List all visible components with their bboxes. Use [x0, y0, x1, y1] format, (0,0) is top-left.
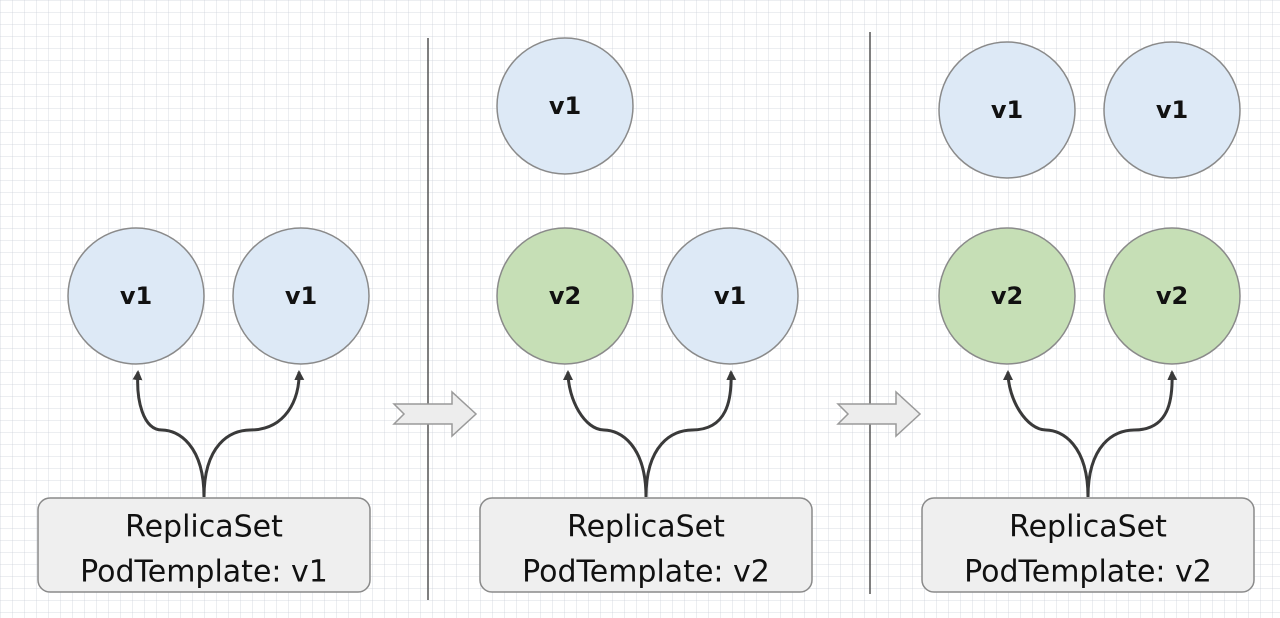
ownership-arrow: [202, 370, 305, 498]
ownership-arrow: [563, 370, 648, 498]
pod-v2: [496, 227, 634, 365]
pod-v1-old: [938, 41, 1076, 179]
ownership-arrow: [644, 370, 737, 498]
pod-label: v2: [991, 282, 1023, 310]
pod-label: v2: [549, 282, 581, 310]
ownership-arrow: [132, 370, 206, 498]
replicaset-template: PodTemplate: v2: [964, 555, 1212, 590]
pod-label: v1: [714, 282, 746, 310]
stage-2: v1 v2 v1 ReplicaSet PodTemplate: v2: [479, 37, 813, 593]
pod-label: v2: [1156, 282, 1188, 310]
replicaset-template: PodTemplate: v1: [80, 555, 328, 590]
pod-v2: [1103, 227, 1241, 365]
pod-v1: [661, 227, 799, 365]
pod-v1-old: [1103, 41, 1241, 179]
pod-v1-old: [496, 37, 634, 175]
ownership-arrow: [1003, 370, 1090, 498]
step-arrow-icon: [392, 390, 478, 438]
pod-v2: [938, 227, 1076, 365]
pod-label: v1: [991, 96, 1023, 124]
replicaset-title: ReplicaSet: [125, 510, 283, 545]
replicaset-title: ReplicaSet: [1009, 510, 1167, 545]
stage-1: v1 v1 ReplicaSet PodTemplate: v1: [37, 227, 371, 593]
stage-3: v1 v1 v2 v2 ReplicaSet PodTemplate: v2: [921, 41, 1255, 593]
ownership-arrow: [1086, 370, 1178, 498]
pod-label: v1: [549, 92, 581, 120]
pod-label: v1: [285, 282, 317, 310]
replicaset-template: PodTemplate: v2: [522, 555, 770, 590]
replicaset-title: ReplicaSet: [567, 510, 725, 545]
replicaset-box: [479, 497, 813, 593]
pod-v1: [232, 227, 370, 365]
step-arrow-icon: [836, 390, 922, 438]
replicaset-box: [921, 497, 1255, 593]
pod-v1: [67, 227, 205, 365]
pod-label: v1: [1156, 96, 1188, 124]
pod-label: v1: [120, 282, 152, 310]
replicaset-box: [37, 497, 371, 593]
